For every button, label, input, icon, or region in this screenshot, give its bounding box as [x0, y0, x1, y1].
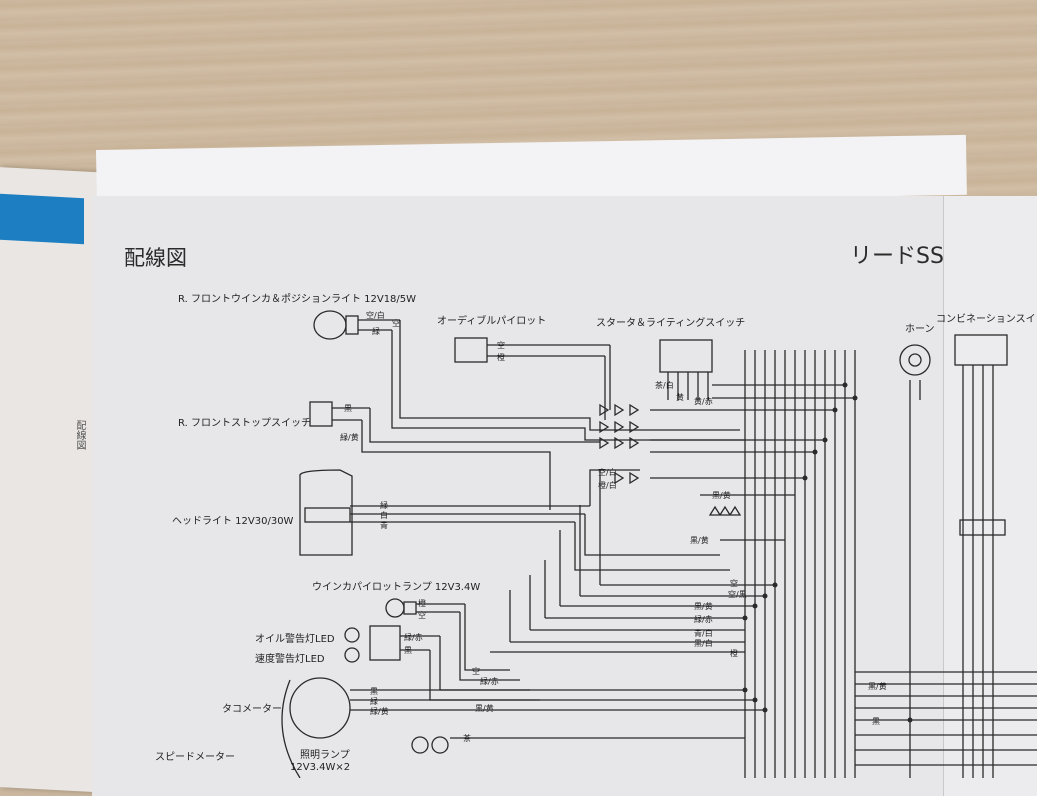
winker-bulb-icon: [313, 310, 347, 340]
wire-label: 黒/黄: [475, 704, 494, 713]
wire-label: 黒: [370, 687, 378, 696]
wire-label: 空: [418, 611, 426, 620]
headlight-icon: [299, 469, 353, 556]
wire-label: 茶: [463, 734, 471, 743]
speed-led-icon: [344, 647, 360, 663]
wire-label: 黒/白: [694, 639, 713, 648]
label-audible-pilot: オーディブルパイロット: [437, 316, 547, 327]
page-title: 配線図: [124, 246, 187, 270]
label-tachometer: タコメーター: [222, 704, 282, 715]
wire-label: 黒: [872, 717, 880, 726]
wire-label: 茶/白: [655, 381, 674, 390]
label-oil-led: オイル警告灯LED: [255, 634, 335, 645]
wire-label: 橙: [730, 649, 738, 658]
label-front-winker: R. フロントウインカ＆ポジションライト 12V18/5W: [178, 294, 417, 305]
wire-label: 緑: [372, 327, 380, 336]
tachometer-icon: [289, 677, 351, 739]
wire-label: 緑/赤: [694, 615, 713, 624]
wire-label: 緑/赤: [480, 677, 499, 686]
label-horn: ホーン: [905, 324, 935, 335]
stop-switch-icon: [309, 401, 333, 427]
wire-label: 黄: [676, 393, 684, 402]
wire-label: 緑/黄: [340, 433, 359, 442]
label-front-stop-switch: R. フロントストップスイッチ: [178, 418, 311, 429]
wire-label: 橙: [497, 353, 505, 362]
margin-section-label: 配線図: [74, 420, 85, 450]
pilot-bulb-icon: [385, 598, 405, 618]
wire-label: 空: [497, 341, 505, 350]
wire-label: 空/黒: [728, 590, 747, 599]
label-illum-lamp: 照明ランプ: [300, 750, 350, 761]
wire-label: 空/白: [598, 468, 617, 477]
model-title: リードSS: [850, 244, 944, 269]
wire-label: 白: [380, 511, 388, 520]
wire-label: 青: [380, 521, 388, 530]
connector-cluster: [599, 403, 742, 516]
wire-label: 空: [392, 319, 400, 328]
wire-label: 黒/黄: [690, 536, 709, 545]
wire-label: 黒: [404, 646, 412, 655]
label-speed-led: 速度警告灯LED: [255, 654, 325, 665]
wire-label: 緑: [370, 697, 378, 706]
label-combination-switch: コンビネーションスイッ: [936, 314, 1037, 325]
manual-page: [92, 196, 952, 796]
combination-switch-box: [954, 334, 1008, 366]
oil-led-icon: [344, 627, 360, 643]
wiring-diagram: [281, 310, 1037, 778]
label-winker-pilot: ウインカパイロットランプ 12V3.4W: [312, 582, 481, 593]
wire-label: 緑: [380, 501, 388, 510]
label-speedometer: スピードメーター: [155, 752, 235, 763]
wire-label: 橙: [418, 599, 426, 608]
wire-label: 黒: [344, 404, 352, 413]
wire-label: 黒/黄: [694, 602, 713, 611]
starter-switch-box: [659, 339, 713, 373]
label-headlight: ヘッドライト 12V30/30W: [172, 516, 294, 527]
label-starter-switch: スタータ＆ライティングスイッチ: [596, 318, 746, 329]
wire-label: 橙/白: [598, 481, 617, 490]
label-illum-spec: 12V3.4W×2: [290, 762, 351, 773]
wire-label: 緑/黄: [370, 707, 389, 716]
wire-label: 空: [730, 579, 738, 588]
horn-icon: [899, 344, 931, 376]
wire-label: 緑/赤: [404, 633, 423, 642]
audible-pilot-icon: [454, 337, 488, 363]
wire-label: 空/白: [366, 311, 385, 320]
led-block: [369, 625, 401, 661]
wire-label: 青/白: [694, 629, 713, 638]
wire-label: 黄/赤: [694, 397, 713, 406]
wire-label: 黒/黄: [712, 491, 731, 500]
wire-label: 黒/黄: [868, 682, 887, 691]
wire-label: 空: [472, 667, 480, 676]
